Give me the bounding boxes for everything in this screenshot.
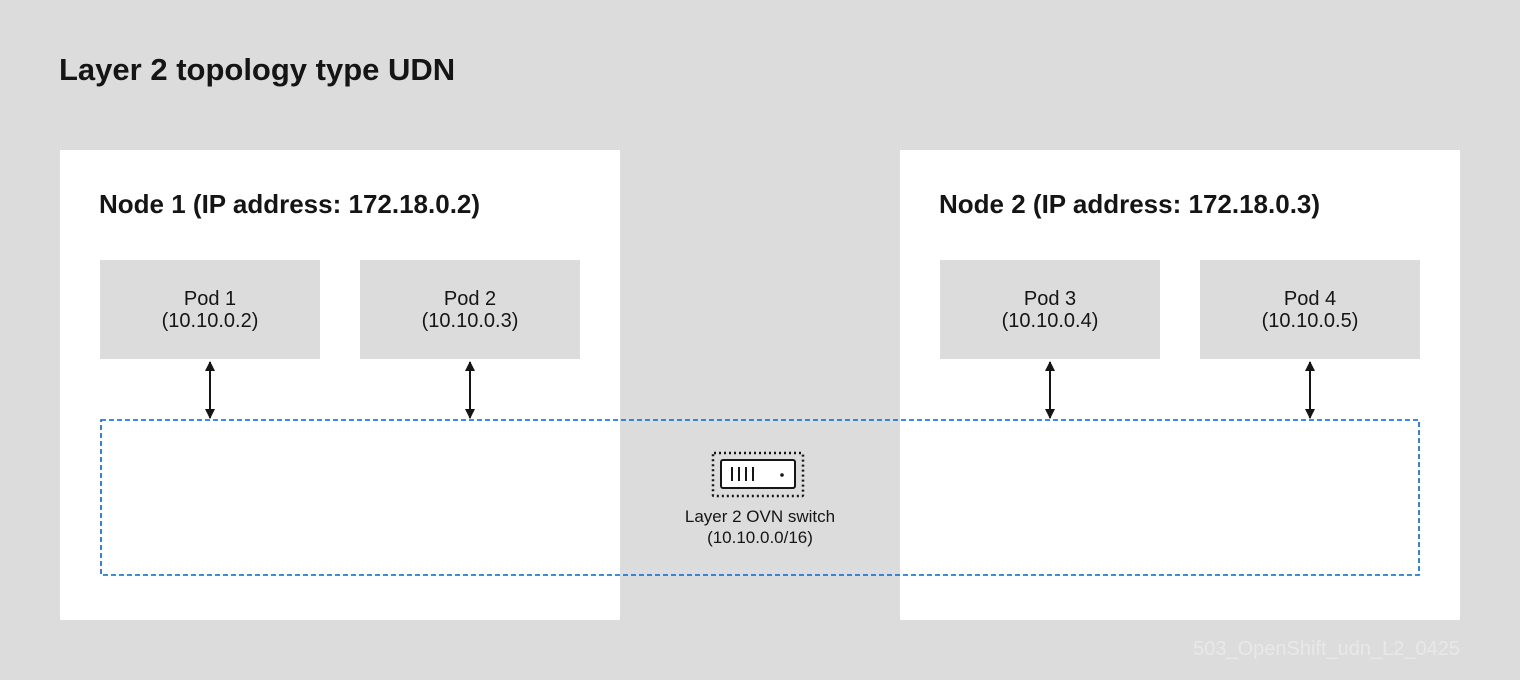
node-2-title: Node 2 (IP address: 172.18.0.3)	[939, 189, 1321, 219]
pod-2: Pod 2 (10.10.0.3)	[360, 260, 580, 359]
pod-3: Pod 3 (10.10.0.4)	[940, 260, 1160, 359]
node-1-box: Node 1 (IP address: 172.18.0.2)	[60, 150, 620, 620]
pod-3-ip: (10.10.0.4)	[1001, 309, 1099, 332]
switch-name: Layer 2 OVN switch	[684, 507, 836, 526]
pod-1-ip: (10.10.0.2)	[161, 309, 259, 332]
pod-1-name: Pod 1	[183, 287, 237, 310]
switch-label: Layer 2 OVN switch (10.10.0.0/16)	[640, 506, 880, 548]
node-2-box: Node 2 (IP address: 172.18.0.3)	[900, 150, 1460, 620]
pod-4-ip: (10.10.0.5)	[1261, 309, 1359, 332]
pod-4: Pod 4 (10.10.0.5)	[1200, 260, 1420, 359]
pod-3-name: Pod 3	[1023, 287, 1077, 310]
pod-2-name: Pod 2	[443, 287, 497, 310]
pod-2-ip: (10.10.0.3)	[421, 309, 519, 332]
image-id-watermark: 503_OpenShift_udn_L2_0425	[1193, 638, 1460, 660]
pod-4-name: Pod 4	[1283, 287, 1337, 310]
network-switch-icon	[711, 451, 805, 498]
switch-cidr: (10.10.0.0/16)	[707, 528, 813, 547]
diagram-title: Layer 2 topology type UDN	[59, 52, 456, 87]
pod-1: Pod 1 (10.10.0.2)	[100, 260, 320, 359]
node-1-title: Node 1 (IP address: 172.18.0.2)	[99, 189, 481, 219]
